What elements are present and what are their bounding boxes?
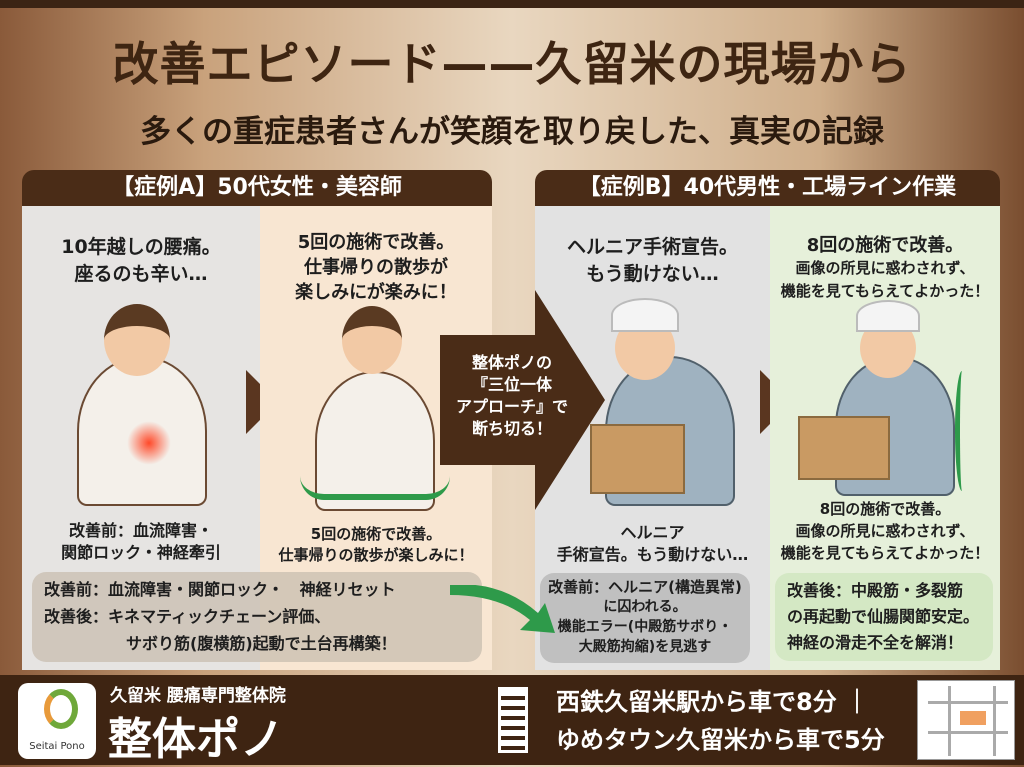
case-a-before-bottom: 改善前：血流障害・関節ロック・神経牽引: [61, 521, 221, 562]
green-swoosh-arrow-icon: [450, 585, 555, 633]
case-b-before-top: ヘルニア手術宣告。もう動けない…: [566, 236, 738, 285]
page-subtitle: 多くの重症患者さんが笑顔を取り戻した、真実の記録: [140, 114, 884, 150]
footer: Seitai Pono 久留米 腰痛専門整体院 整体ポノ 西鉄久留米駅から車で8…: [0, 675, 1024, 765]
case-a-before-top: 10年越しの腰痛。座るのも辛い…: [61, 236, 221, 285]
case-a-heading: 【症例A】50代女性・美容師: [22, 170, 492, 206]
case-a-after-top: 5回の施術で改善。仕事帰りの散歩が楽しみにが楽みに！: [295, 232, 457, 303]
access-map[interactable]: [917, 680, 1015, 760]
woman-head: [342, 306, 402, 374]
pain-glow-lock-icon: [127, 421, 171, 465]
clinic-location-marker: [960, 711, 986, 725]
three-in-one-approach-arrow: [440, 290, 605, 510]
page-title: 改善エピソード——久留米の現場から: [112, 37, 912, 91]
green-up-arrow-icon: [955, 371, 969, 491]
case-b-after-top: 8回の施術で改善。画像の所見に惑わされず、機能を見てもらえてよかった！: [780, 235, 990, 300]
seitai-pono-logo: Seitai Pono: [18, 683, 96, 759]
top-bar: [0, 0, 1024, 8]
cardboard-box-icon: [590, 424, 685, 494]
building-icon: [498, 687, 528, 753]
center-arrow-text: 整体ポノの『三位一体アプローチ』で断ち切る！: [455, 353, 568, 438]
case-b-after-bottom: 8回の施術で改善。画像の所見に惑わされず、機能を見てもらえてよかった！: [780, 500, 990, 562]
woman-head: [104, 304, 170, 376]
case-a-summary: 改善前：血流障害・関節ロック・ 神経リセット改善後：キネマティックチェーン評価、…: [32, 572, 482, 662]
case-a-after-bottom: 5回の施術で改善。仕事帰りの散歩が楽しみに！: [278, 525, 474, 564]
clinic-tagline: 久留米 腰痛専門整体院: [110, 686, 286, 706]
case-b-heading: 【症例B】40代男性・工場ライン作業: [535, 170, 1000, 206]
case-b-summary-before: 改善前：ヘルニア(構造異常)に囚われる。機能エラー(中殿筋サボり・大殿筋拘縮)を…: [540, 573, 750, 663]
case-b-before-bottom: ヘルニア手術宣告。もう動けない…: [556, 523, 749, 564]
logo-mark-icon: [44, 689, 78, 729]
case-b-summary-after: 改善後：中殿筋・多裂筋の再起動で仙腸関節安定。神経の滑走不全を解消！: [775, 573, 993, 661]
cardboard-box-icon: [798, 416, 890, 480]
clinic-name: 整体ポノ: [108, 714, 284, 765]
helmet-icon: [856, 300, 920, 332]
helmet-icon: [611, 298, 679, 332]
access-info: 西鉄久留米駅から車で8分 ｜ゆめタウン久留米から車で5分: [556, 688, 885, 754]
green-motion-arrow-icon: [300, 476, 450, 500]
